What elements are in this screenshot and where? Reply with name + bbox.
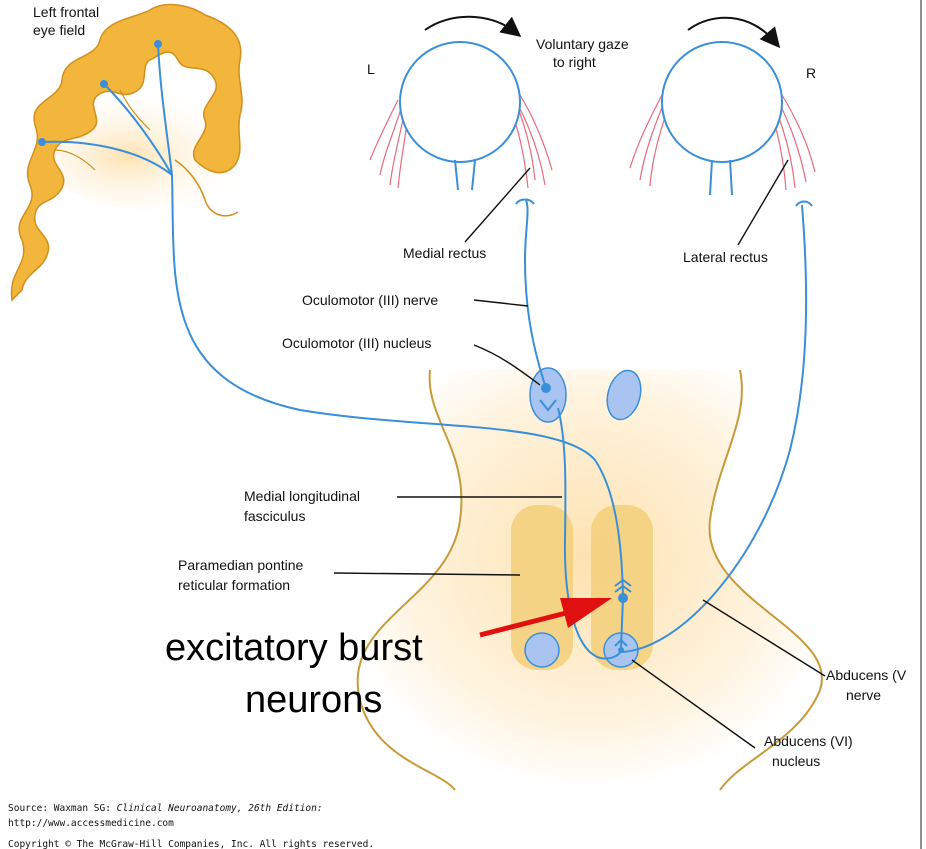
source-line-3: Copyright © The McGraw-Hill Companies, I… — [8, 839, 374, 849]
left-eye — [370, 42, 552, 190]
label-left-frontal-eye-field-2: eye field — [33, 22, 85, 38]
right-eye — [630, 42, 815, 195]
label-abducens-nerve-2: nerve — [846, 687, 881, 703]
label-abducens-nucleus-1: Abducens (VI) — [764, 733, 853, 749]
label-pprf-2: reticular formation — [178, 577, 290, 593]
label-pprf-1: Paramedian pontine — [178, 557, 304, 573]
gaze-arrow-right-eye — [688, 18, 775, 42]
annotation-neurons: neurons — [245, 679, 382, 721]
annotation-excitatory-burst: excitatory burst — [165, 627, 423, 669]
label-voluntary-gaze-1: Voluntary gaze — [536, 36, 629, 52]
label-medial-rectus: Medial rectus — [403, 245, 486, 261]
source-line-2: http://www.accessmedicine.com — [8, 818, 174, 829]
label-oculomotor-nerve: Oculomotor (III) nerve — [302, 292, 438, 308]
abducens-nucleus-left — [525, 633, 559, 667]
label-lateral-rectus: Lateral rectus — [683, 249, 768, 265]
source-book-title: Clinical Neuroanatomy, 26th Edition: — [117, 803, 323, 814]
label-right-eye: R — [806, 65, 816, 81]
label-voluntary-gaze-2: to right — [553, 54, 596, 70]
oculomotor-nucleus-left — [530, 368, 566, 422]
label-left-frontal-eye-field-1: Left frontal — [33, 4, 99, 20]
label-abducens-nucleus-2: nucleus — [772, 753, 820, 769]
label-left-eye: L — [367, 61, 375, 77]
frontal-cortex — [12, 5, 260, 300]
label-mlf-1: Medial longitudinal — [244, 488, 360, 504]
brainstem — [358, 370, 822, 790]
label-mlf-2: fasciculus — [244, 508, 305, 524]
source-prefix: Source: Waxman SG: — [8, 803, 117, 814]
gaze-arrow-left-eye — [425, 17, 515, 32]
label-oculomotor-nucleus: Oculomotor (III) nucleus — [282, 335, 431, 351]
label-abducens-nerve-1: Abducens (V — [826, 667, 907, 683]
source-line-1: Source: Waxman SG: Clinical Neuroanatomy… — [8, 803, 323, 814]
